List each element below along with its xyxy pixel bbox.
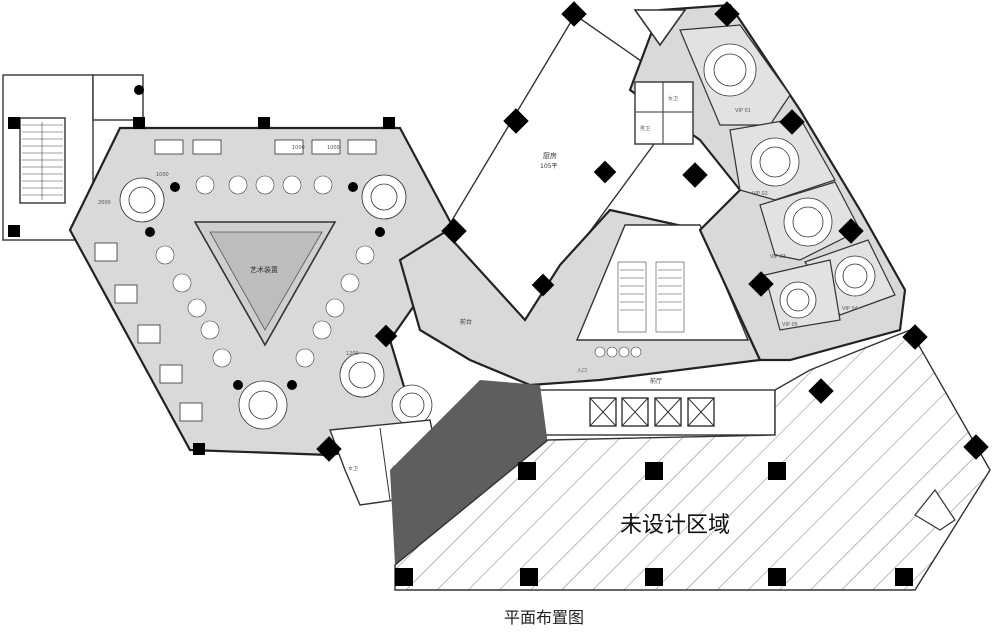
vip-rooms: VIP 01 VIP 02 VIP 03 VIP 04 VIP 05 (679, 24, 896, 331)
columns (8, 1, 989, 586)
vip-restrooms: 男卫 女卫 (634, 81, 694, 145)
kitchen-label: 厨房 (543, 151, 557, 160)
dimension-e: 1200 (346, 351, 359, 357)
entrance-label: 入口 (577, 368, 587, 374)
dimension-b: 1000 (327, 145, 340, 151)
undesigned-area-label: 未设计区域 (620, 513, 730, 538)
core-stairs (617, 261, 685, 333)
top-triangle-marker (633, 9, 687, 47)
art-installation-label: 艺术装置 (250, 265, 278, 274)
round-tables (119, 174, 433, 430)
male-wc-2-label: 男卫 (640, 126, 650, 132)
lobby-label: 前厅 (650, 377, 662, 385)
female-wc-2-label: 女卫 (668, 95, 678, 102)
vip-room-label-3: VIP 03 (770, 254, 786, 260)
plan-title: 平面布置图 (0, 604, 1000, 628)
female-wc-label: 女卫 (348, 465, 358, 472)
corner-marker (914, 488, 956, 531)
top-tables (154, 139, 377, 155)
lift-core (575, 224, 750, 341)
front-desk-label: 前台 (460, 318, 472, 326)
dimension-a: 1000 (292, 145, 305, 151)
vip-room-label-1: VIP 01 (735, 108, 751, 114)
vip-room-label-2: VIP 02 (752, 191, 768, 197)
void-area (390, 380, 548, 565)
stair-block-left (2, 74, 144, 241)
chair-ring (155, 175, 375, 368)
dimension-d: 2000 (98, 200, 111, 206)
vip-room-label-5: VIP 05 (782, 322, 798, 328)
lift-bank (534, 389, 776, 436)
vip-room-label-4: VIP 04 (842, 306, 858, 312)
booth-tables-left (94, 242, 203, 422)
dimension-c: 1000 (156, 172, 169, 178)
plan-title-text: 平面布置图 (503, 608, 584, 627)
lobby-seats (594, 346, 642, 358)
kitchen-area-label: 105平 (540, 163, 557, 170)
